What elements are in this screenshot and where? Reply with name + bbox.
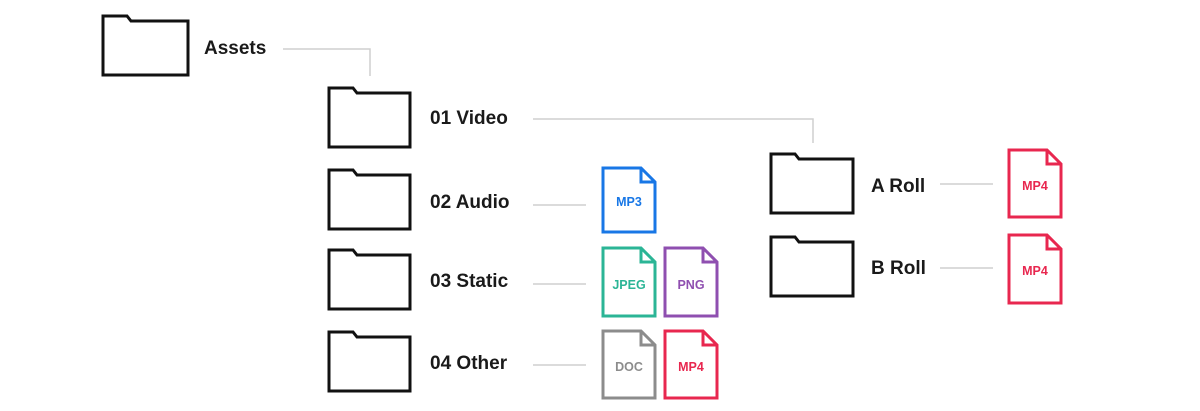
file-type-label: PNG: [677, 278, 704, 292]
file-icon-mp4: MP4: [1007, 148, 1063, 219]
file-type-label: MP4: [1022, 264, 1048, 278]
folder-icon: [327, 330, 412, 393]
folder-label-audio: 02 Audio: [430, 192, 510, 213]
file-type-label: DOC: [615, 360, 643, 374]
file-type-label: JPEG: [612, 278, 645, 292]
file-icon-mp3: MP3: [601, 166, 657, 234]
file-icon-png: PNG: [663, 246, 719, 318]
file-icon-jpeg: JPEG: [601, 246, 657, 318]
file-icon-doc: DOC: [601, 329, 657, 400]
connector-video-a-roll: [533, 118, 814, 143]
file-type-label: MP4: [1022, 179, 1048, 193]
folder-icon: [327, 168, 412, 231]
connector-assets-video: [283, 48, 371, 76]
folder-icons: [101, 14, 855, 393]
connectors: [283, 48, 993, 366]
folder-label-a-roll: A Roll: [871, 176, 926, 197]
folder-label-static: 03 Static: [430, 271, 509, 292]
folder-icon: [769, 235, 855, 298]
folder-icon: [327, 86, 412, 149]
folder-icon: [101, 14, 190, 77]
folder-icon: [327, 248, 412, 311]
folder-label-other: 04 Other: [430, 353, 508, 374]
folder-icon: [769, 152, 855, 215]
file-icon-mp4: MP4: [1007, 233, 1063, 305]
file-icon-mp4: MP4: [663, 329, 719, 400]
folder-label-video: 01 Video: [430, 108, 508, 129]
file-type-label: MP3: [616, 195, 642, 209]
file-type-label: MP4: [678, 360, 704, 374]
folder-label-b-roll: B Roll: [871, 258, 926, 279]
folder-label-assets: Assets: [204, 38, 267, 59]
